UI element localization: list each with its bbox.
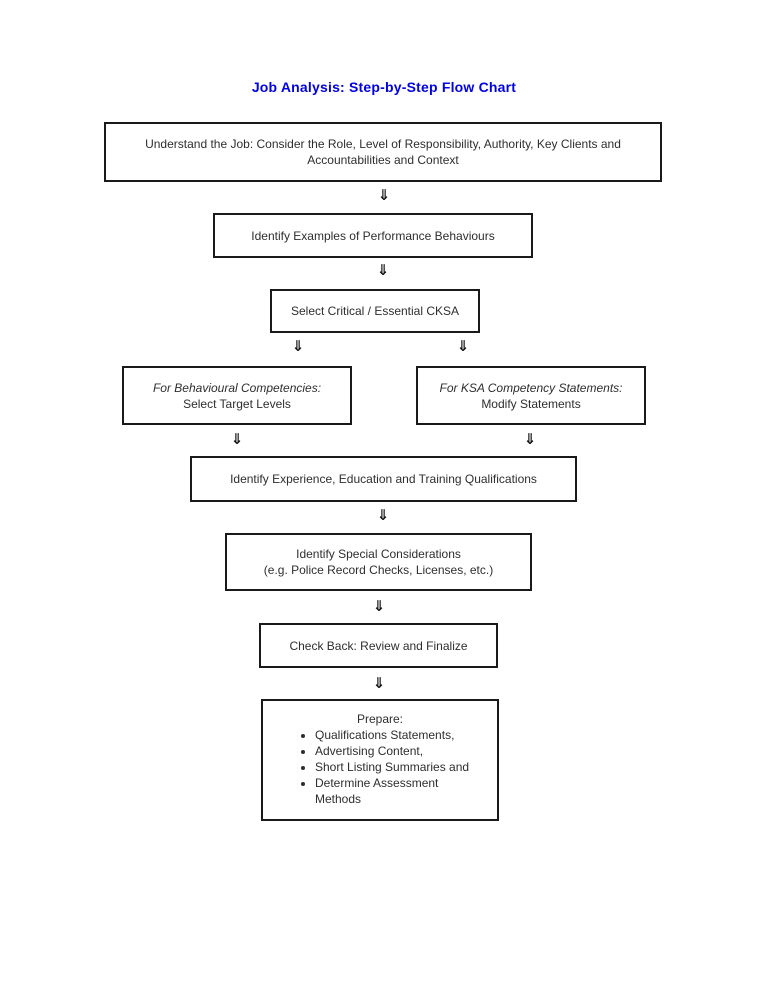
prepare-bullet-item: Advertising Content, [315, 743, 491, 759]
down-arrow-icon: ⇓ [372, 597, 386, 615]
flow-box-text-line: Modify Statements [481, 396, 581, 411]
down-arrow-icon: ⇓ [377, 186, 391, 204]
flow-box-special-considerations: Identify Special Considerations (e.g. Po… [225, 533, 532, 591]
prepare-bullet-item: Short Listing Summaries and [315, 759, 491, 775]
down-arrow-icon: ⇓ [291, 337, 305, 355]
down-arrow-icon: ⇓ [376, 506, 390, 524]
flow-box-text-line: Identify Special Considerations [296, 547, 461, 561]
down-arrow-icon: ⇓ [372, 674, 386, 692]
prepare-bullet-item: Determine Assessment Methods [315, 775, 455, 807]
flow-box-text-line: Identify Experience, Education and Train… [230, 472, 537, 486]
down-arrow-icon: ⇓ [376, 261, 390, 279]
flow-box-text-line: Check Back: Review and Finalize [289, 638, 468, 653]
flow-box-text-line: Understand the Job: Consider the Role, L… [145, 137, 621, 151]
flow-box-understand-job: Understand the Job: Consider the Role, L… [104, 122, 662, 182]
flow-box-text-line: Select Target Levels [183, 396, 291, 411]
flow-box-text-line: For Behavioural Competencies: [152, 380, 322, 395]
prepare-bullet-list: Qualifications Statements, Advertising C… [269, 727, 491, 807]
flow-box-qualifications: Identify Experience, Education and Train… [190, 456, 577, 502]
flow-box-text-line: Select Critical / Essential CKSA [290, 304, 460, 318]
flow-box-text-line: Identify Examples of Performance Behavio… [251, 228, 495, 243]
flow-box-text-line: (e.g. Police Record Checks, Licenses, et… [263, 563, 494, 577]
flow-box-check-back: Check Back: Review and Finalize [259, 623, 498, 668]
flow-box-behavioural-competencies: For Behavioural Competencies: Select Tar… [122, 366, 352, 425]
prepare-bullet-item: Qualifications Statements, [315, 727, 491, 743]
page-title: Job Analysis: Step-by-Step Flow Chart [251, 79, 517, 95]
prepare-heading: Prepare: [356, 712, 404, 726]
flow-box-ksa-statements: For KSA Competency Statements: Modify St… [416, 366, 646, 425]
flow-box-performance-behaviours: Identify Examples of Performance Behavio… [213, 213, 533, 258]
down-arrow-icon: ⇓ [456, 337, 470, 355]
flow-box-select-cksa: Select Critical / Essential CKSA [270, 289, 480, 333]
flow-box-text-line: For KSA Competency Statements: [439, 380, 623, 395]
down-arrow-icon: ⇓ [230, 430, 244, 448]
flow-box-text-line: Accountabilities and Context [307, 153, 459, 167]
down-arrow-icon: ⇓ [523, 430, 537, 448]
flow-box-prepare: Prepare: Qualifications Statements, Adve… [261, 699, 499, 821]
